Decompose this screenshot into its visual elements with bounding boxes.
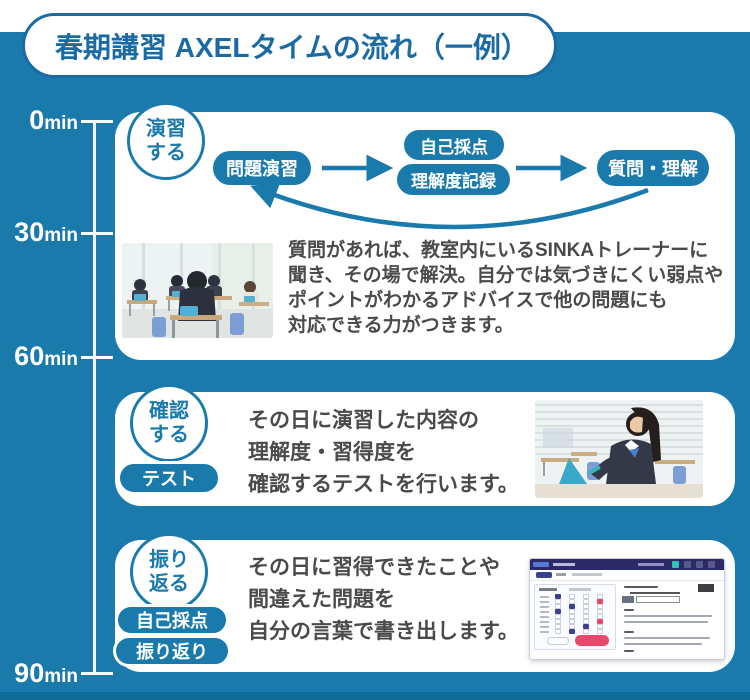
timeline-value: 60 (14, 341, 45, 371)
answer-cell (583, 609, 589, 614)
answer-cell (597, 604, 603, 609)
reflect-description: その日に習得できたことや 間違えた問題を 自分の言葉で書き出します。 (248, 552, 519, 648)
description-line: 理解度・習得度を (248, 441, 416, 464)
timeline-tick-0min (81, 120, 113, 123)
timeline-axis (93, 121, 96, 674)
step-circle-reflect: 振り 返る (130, 533, 208, 611)
description-line: その日に習得できたことや (248, 556, 500, 579)
worksheet-badge (698, 584, 714, 592)
flow-pill-rikaido-kiroku: 理解度記録 (397, 164, 510, 195)
answer-cell (555, 599, 561, 604)
answer-cell (555, 624, 561, 629)
timeline-value: 0 (29, 105, 45, 135)
answer-cell (569, 629, 575, 634)
description-line: 聞き、その場で解決。自分では気づきにくい弱点や (288, 265, 724, 286)
step-circle-label-line2: する (149, 424, 189, 446)
badge-self-scoring: 自己採点 (115, 604, 229, 636)
step-circle-check: 確認 する (130, 384, 208, 462)
timeline-value: 90 (14, 658, 45, 688)
answer-cell (555, 594, 561, 599)
timeline-label-90min: 90min (0, 658, 78, 689)
step-circle-label-line1: 振り (149, 549, 189, 571)
answer-cell (597, 619, 603, 624)
app-worksheet-panel (620, 584, 720, 652)
answer-cell (569, 604, 575, 609)
answer-cell (583, 599, 589, 604)
app-header-bar (530, 559, 724, 570)
timeline-unit: min (44, 225, 78, 246)
answer-cell (583, 629, 589, 634)
answer-cell (583, 594, 589, 599)
answer-cell (569, 609, 575, 614)
flow-pill-jiko-saiten: 自己採点 (404, 130, 504, 160)
answer-cell (597, 614, 603, 619)
flow-pill-mondai-enshu: 問題演習 (213, 151, 311, 185)
answer-cell (597, 599, 603, 604)
answer-cell (569, 599, 575, 604)
reflection-app-screenshot (529, 558, 725, 660)
answer-cell (555, 609, 561, 614)
practice-description: 質問があれば、教室内にいるSINKAトレーナーに 聞き、その場で解決。自分では気… (288, 238, 723, 338)
answer-cell (597, 609, 603, 614)
step-circle-label-line1: 演習 (146, 118, 186, 140)
page-title: 春期講習 AXELタイムの流れ（一例） (55, 31, 529, 63)
app-toolbar (530, 570, 724, 581)
description-line: ポイントがわかるアドバイスで他の問題にも (288, 290, 668, 311)
badge-reflection: 振り返り (113, 635, 231, 667)
answer-cell (555, 614, 561, 619)
bottom-dark-strip (0, 692, 750, 700)
description-line: 対応できる力がつきます。 (288, 315, 514, 336)
answer-cell (555, 619, 561, 624)
timeline-unit: min (44, 666, 78, 687)
answer-cell (583, 624, 589, 629)
answer-cell (569, 624, 575, 629)
step-circle-practice: 演習 する (127, 102, 205, 180)
classroom-photo (122, 243, 273, 338)
description-line: 質問があれば、教室内にいるSINKAトレーナーに (288, 240, 709, 261)
app-teal-icon (672, 561, 679, 568)
flow-pill-shitsumon-rikai: 質問・理解 (597, 150, 709, 186)
answer-cell (555, 604, 561, 609)
answer-cell (583, 604, 589, 609)
timeline-unit: min (44, 113, 78, 134)
flow-arrows-icon (250, 154, 649, 230)
timeline-label-30min: 30min (0, 217, 78, 248)
timeline-tick-90min (81, 672, 113, 675)
description-line: 間違えた問題を (248, 588, 395, 611)
timeline-tick-30min (81, 232, 113, 235)
step-circle-label-line1: 確認 (149, 400, 189, 422)
answer-cell (597, 624, 603, 629)
app-answer-grid (535, 594, 615, 634)
answer-cell (597, 594, 603, 599)
description-line: 自分の言葉で書き出します。 (248, 620, 519, 643)
step-circle-label-line2: 返る (149, 573, 189, 595)
answer-cell (597, 629, 603, 634)
answer-cell (583, 614, 589, 619)
description-line: その日に演習した内容の (248, 409, 479, 432)
app-submit-button (575, 635, 609, 646)
student-photo (535, 400, 703, 498)
answer-cell (555, 629, 561, 634)
answer-cell (569, 594, 575, 599)
answer-cell (583, 619, 589, 624)
description-line: 確認するテストを行います。 (248, 473, 519, 496)
header-title-pill: 春期講習 AXELタイムの流れ（一例） (22, 13, 557, 78)
answer-cell (569, 619, 575, 624)
timeline-label-60min: 60min (0, 341, 78, 372)
app-answer-grid-panel (534, 584, 616, 650)
answer-cell (569, 614, 575, 619)
step-circle-label-line2: する (146, 142, 186, 164)
check-description: その日に演習した内容の 理解度・習得度を 確認するテストを行います。 (248, 405, 519, 501)
timeline-value: 30 (14, 217, 45, 247)
timeline-label-0min: 0min (0, 105, 78, 136)
timeline-unit: min (44, 349, 78, 370)
timeline-tick-60min (81, 356, 113, 359)
badge-test: テスト (117, 461, 221, 495)
